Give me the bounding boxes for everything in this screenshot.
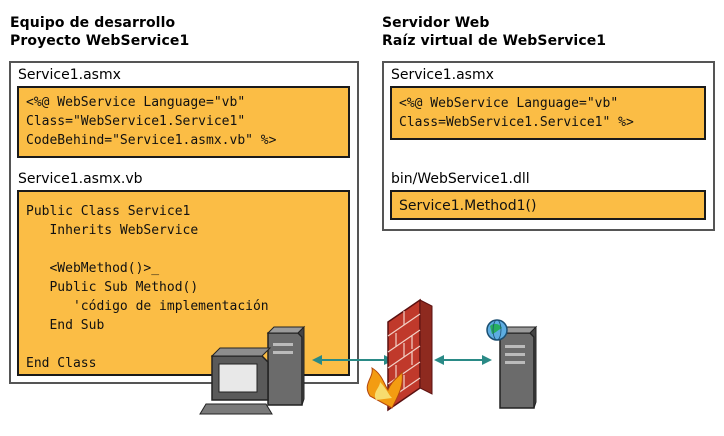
- server-asmx-code: <%@ WebService Language="vb" Class=WebSe…: [399, 96, 634, 130]
- server-title-line2: Raíz virtual de WebService1: [382, 33, 607, 49]
- dev-title-line2: Proyecto WebService1: [10, 33, 190, 49]
- server-file1-label: Service1.asmx: [391, 67, 494, 83]
- server-dll-code: Service1.Method1(): [399, 198, 537, 214]
- firewall-icon: [366, 298, 433, 412]
- server-file2-label: bin/WebService1.dll: [391, 171, 530, 187]
- dev-file2-label: Service1.asmx.vb: [18, 171, 143, 187]
- double-arrow-icon: [434, 355, 492, 365]
- desktop-computer-icon: [199, 325, 306, 415]
- web-server-icon: [486, 319, 538, 409]
- double-arrow-icon: [312, 355, 394, 365]
- server-dll-box: Service1.Method1(): [390, 190, 706, 220]
- server-title-line1: Servidor Web: [382, 15, 490, 31]
- dev-asmx-code: <%@ WebService Language="vb" Class="WebS…: [26, 95, 277, 148]
- dev-codebehind-code: Public Class Service1 Inherits WebServic…: [26, 204, 269, 371]
- dev-title-line1: Equipo de desarrollo: [10, 15, 176, 31]
- dev-asmx-code-box: <%@ WebService Language="vb" Class="WebS…: [17, 86, 350, 158]
- server-asmx-code-box: <%@ WebService Language="vb" Class=WebSe…: [390, 86, 706, 140]
- dev-file1-label: Service1.asmx: [18, 67, 121, 83]
